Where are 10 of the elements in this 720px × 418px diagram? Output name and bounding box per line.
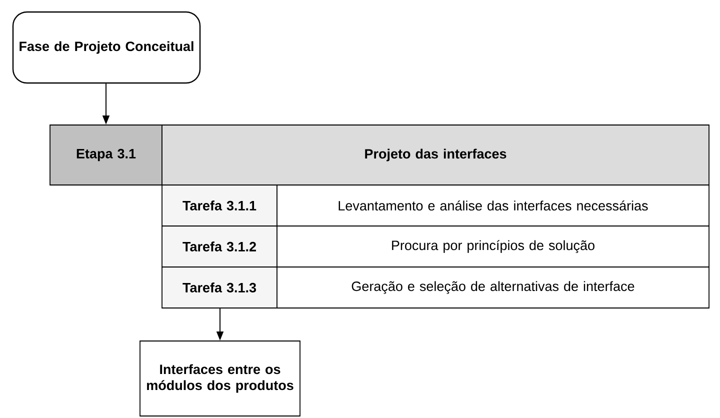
task-cell: Tarefa 3.1.1: [162, 184, 278, 226]
task-description-cell: Geração e seleção de alternativas de interface: [276, 266, 710, 308]
phase-box: Fase de Projeto Conceitual: [12, 11, 201, 84]
task-cell: Tarefa 3.1.3: [162, 266, 278, 308]
stage-cell: Etapa 3.1: [50, 124, 162, 186]
output-box: Interfaces entre os módulos dos produtos: [140, 340, 300, 416]
stage-title-cell: Projeto das interfaces: [162, 124, 710, 186]
task-cell: Tarefa 3.1.2: [162, 226, 278, 268]
task-description-cell: Levantamento e análise das interfaces necessárias: [276, 184, 710, 226]
task-description-cell: Procura por princípios de solução: [276, 226, 710, 268]
